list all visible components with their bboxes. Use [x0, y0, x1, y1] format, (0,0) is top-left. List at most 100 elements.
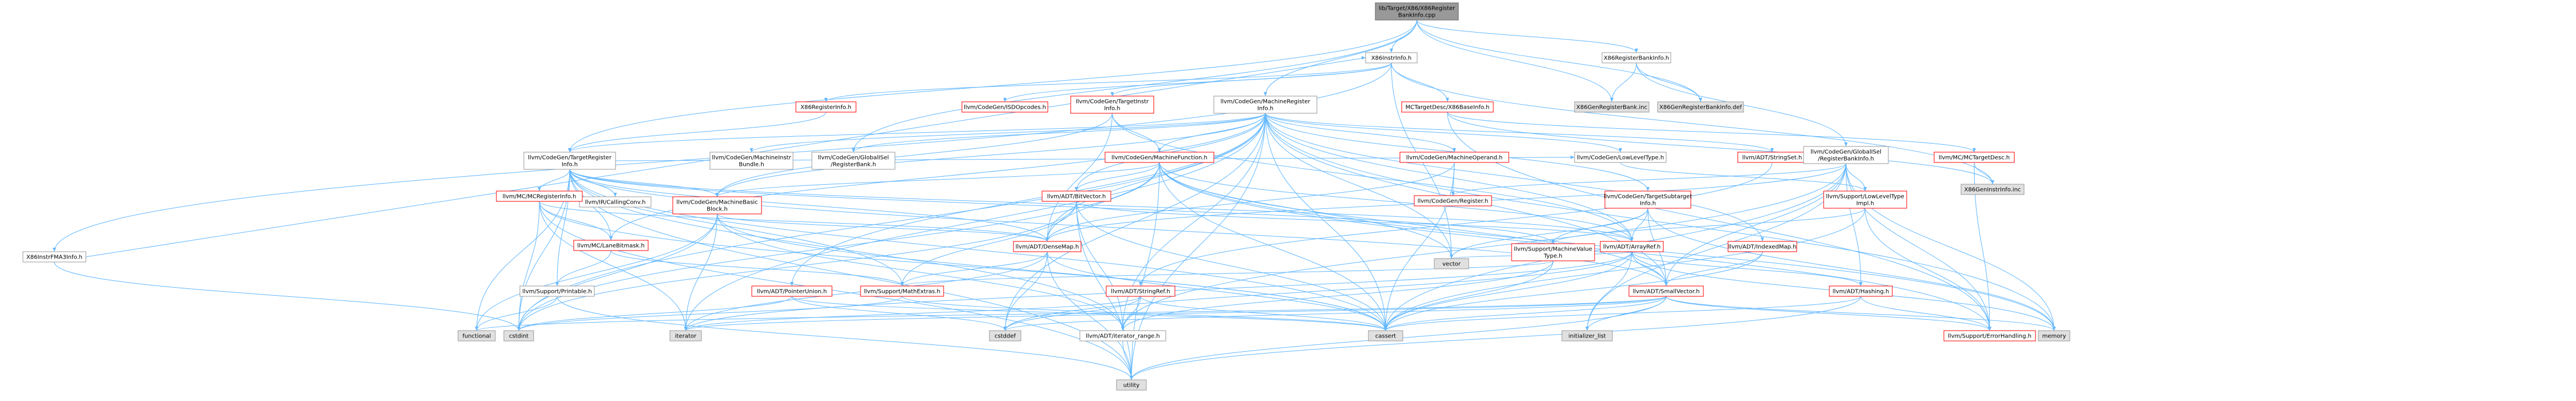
edge-arrowhead-smallvector-to-cstddef	[1003, 327, 1007, 331]
node-x86registerinfo[interactable]: X86RegisterInfo.h	[795, 101, 857, 113]
edge-machinefunction-to-cassert	[1159, 162, 1386, 331]
node-box	[1213, 96, 1317, 114]
edge-arrowhead-x86registerbankinfo_h-to-x86genregisterbankinfo_def	[1699, 98, 1702, 102]
node-iterator-range[interactable]: llvm/ADT/iterator_range.h	[1079, 330, 1166, 342]
node-codegen-register[interactable]: llvm/CodeGen/Register.h	[1414, 195, 1492, 207]
node-box	[1365, 52, 1418, 63]
node-box	[1823, 190, 1907, 209]
edge-lowleveltypeimpl-to-machinevaluetype	[1553, 208, 1865, 244]
edge-targetregisterinfo-to-printable	[557, 169, 570, 287]
node-label: llvm/ADT/DenseMap.h	[1016, 244, 1079, 251]
edge-machinevaluetype-to-iterator_range	[1122, 260, 1553, 331]
node-lowleveltype[interactable]: llvm/CodeGen/LowLevelType.h	[1574, 152, 1667, 163]
node-machinefunction[interactable]: llvm/CodeGen/MachineFunction.h	[1104, 152, 1214, 163]
edge-pointerunion-to-cstddef	[791, 296, 1005, 331]
nodes-layer: lib/Target/X86/X86RegisterBankInfo.cppX8…	[22, 2, 2070, 391]
edge-machinefunction-to-arrayref	[1159, 162, 1632, 242]
node-mathextras[interactable]: llvm/Support/MathExtras.h	[860, 285, 944, 297]
edge-arrowhead-root-to-x86registerbankinfo_h	[1635, 49, 1638, 53]
edge-stringref-to-iterator	[685, 296, 1141, 331]
node-printable[interactable]: llvm/Support/Printable.h	[519, 285, 595, 297]
edge-lanebitmask-to-printable	[557, 250, 612, 287]
edge-densemap-to-mathextras	[902, 251, 1048, 287]
edge-arrowhead-mcregisterinfo-to-lanebitmask	[609, 236, 613, 240]
edge-targetinstrinfo-to-machinefunction	[1112, 113, 1160, 153]
node-vector: vector	[1434, 258, 1469, 269]
node-mctargetdesc[interactable]: llvm/MC/MCTargetDesc.h	[1934, 152, 2015, 163]
edge-arrowhead-x86instrinfo-to-x86instrfma3info	[53, 248, 56, 252]
edge-bitvector-to-cassert	[1076, 201, 1386, 331]
node-box	[811, 152, 896, 170]
edge-arrowhead-machineregisterinfo-to-machineoperand	[1453, 148, 1456, 152]
edge-arrowhead-machinefunction-to-machinebasicblock	[715, 193, 719, 197]
edge-machineregisterinfo-to-stringset	[1265, 113, 1773, 153]
edge-x86instrinfo-to-x86registerinfo	[826, 62, 1392, 102]
node-box	[669, 330, 702, 342]
edge-targetinstrinfo-to-machinebasicblock	[717, 113, 1113, 197]
node-mcregisterinfo[interactable]: llvm/MC/MCRegisterInfo.h	[496, 190, 583, 202]
node-label: Impl.h	[1856, 201, 1874, 207]
node-bitvector[interactable]: llvm/ADT/BitVector.h	[1042, 190, 1111, 202]
node-stringset[interactable]: llvm/ADT/StringSet.h	[1737, 152, 1807, 163]
edge-smallvector-to-cassert	[1385, 296, 1667, 331]
edge-root-to-x86genregisterbankinfo_def	[1417, 19, 1701, 102]
edge-arrowhead-machinevaluetype-to-mathextras	[900, 282, 904, 286]
node-label: llvm/ADT/IndexedMap.h	[1729, 244, 1797, 251]
node-label: llvm/CodeGen/MachineFunction.h	[1111, 155, 1208, 161]
node-smallvector[interactable]: llvm/ADT/SmallVector.h	[1628, 285, 1704, 297]
node-x86genregisterbank-inc: X86GenRegisterBank.inc	[1574, 101, 1650, 113]
node-globalisel-registerbankinfo[interactable]: llvm/CodeGen/GlobalISel/RegisterBankInfo…	[1803, 146, 1889, 164]
edge-machinefunction-to-densemap	[1047, 162, 1160, 242]
node-label: llvm/CodeGen/GlobalISel	[818, 155, 889, 161]
node-isdopcodes[interactable]: llvm/CodeGen/ISDOpcodes.h	[961, 101, 1048, 113]
node-hashing[interactable]: llvm/ADT/Hashing.h	[1829, 285, 1893, 297]
edge-machineregisterinfo-to-machineoperand	[1265, 113, 1455, 153]
node-stringref[interactable]: llvm/ADT/StringRef.h	[1106, 285, 1175, 297]
node-callingconv[interactable]: llvm/IR/CallingConv.h	[579, 196, 652, 208]
edge-arrowhead-root-to-machineregisterinfo	[1264, 92, 1267, 96]
edge-x86baseinfo-to-errorhandling	[1447, 112, 1990, 331]
edge-lowleveltype-to-lowleveltypeimpl	[1620, 162, 1865, 192]
edge-arrowhead-x86instrinfo-to-isdopcodes	[1003, 98, 1007, 102]
node-indexedmap[interactable]: llvm/ADT/IndexedMap.h	[1727, 241, 1797, 252]
node-pointerunion[interactable]: llvm/ADT/PointerUnion.h	[751, 285, 833, 297]
node-label: Bundle.h	[739, 162, 764, 168]
edge-hashing-to-cassert	[1385, 296, 1861, 331]
node-x86baseinfo[interactable]: MCTargetDesc/X86BaseInfo.h	[1401, 101, 1494, 113]
node-label: llvm/CodeGen/TargetInstr	[1076, 99, 1149, 105]
node-x86registerbankinfo-h[interactable]: X86RegisterBankInfo.h	[1601, 52, 1671, 63]
edge-arrowhead-machineregisterinfo-to-indexedmap	[1761, 237, 1764, 241]
edge-machinebasicblock-to-densemap	[717, 213, 1048, 242]
edge-arrowhead-globalisel_registerbankinfo-to-lowleveltypeimpl	[1863, 187, 1867, 191]
node-box	[1368, 330, 1403, 342]
node-iterator: iterator	[669, 330, 702, 342]
edge-machineregisterinfo-to-vector	[1265, 113, 1452, 259]
node-arrayref[interactable]: llvm/ADT/ArrayRef.h	[1600, 241, 1664, 252]
node-lanebitmask[interactable]: llvm/MC/LaneBitmask.h	[573, 240, 649, 251]
node-cstddef: cstddef	[989, 330, 1021, 342]
node-errorhandling[interactable]: llvm/Support/ErrorHandling.h	[1943, 330, 2036, 342]
node-densemap[interactable]: llvm/ADT/DenseMap.h	[1013, 241, 1082, 252]
node-machineoperand[interactable]: llvm/CodeGen/MachineOperand.h	[1399, 152, 1509, 163]
node-box	[1604, 190, 1691, 209]
node-label: utility	[1123, 383, 1140, 389]
node-label: functional	[463, 333, 491, 340]
node-label: initializer_list	[1568, 333, 1606, 340]
node-x86instrinfo[interactable]: X86InstrInfo.h	[1365, 52, 1418, 63]
edge-arrowhead-x86registerbankinfo_h-to-x86genregisterbank_inc	[1610, 98, 1614, 102]
node-x86instrfma3info[interactable]: X86InstrFMA3Info.h	[22, 251, 86, 263]
node-globalisel-registerbank[interactable]: llvm/CodeGen/GlobalISel/RegisterBank.h	[811, 152, 896, 170]
edge-x86instrinfo-to-targetinstrinfo	[1112, 62, 1392, 97]
edge-machinevaluetype-to-cassert	[1385, 260, 1553, 331]
node-box	[1399, 152, 1509, 163]
node-label: vector	[1442, 261, 1461, 268]
